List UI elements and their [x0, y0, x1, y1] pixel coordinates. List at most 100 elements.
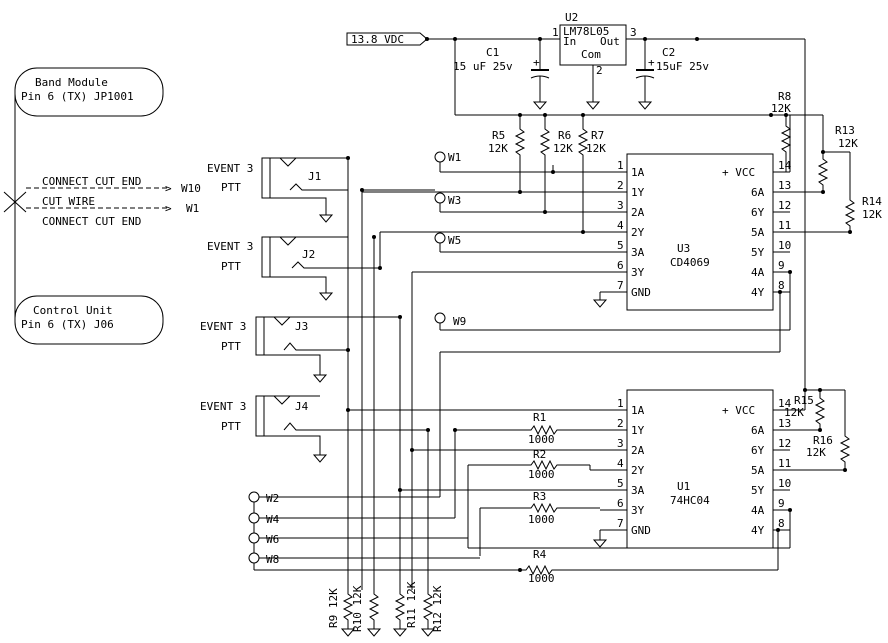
u1-name-6a: 6A — [751, 424, 765, 437]
j2-ptt: PTT — [221, 260, 241, 273]
w4-label: W4 — [266, 513, 280, 526]
c1-value: 15 uF 25v — [453, 60, 513, 73]
r5-value: 12K — [488, 142, 508, 155]
c1-ref: C1 — [486, 46, 499, 59]
resistor-r4: R4 1000 — [257, 548, 778, 585]
u3-pin-2: 2 — [617, 179, 624, 192]
u3-name-6a: 6A — [751, 186, 765, 199]
resistor-r16: R16 12K — [806, 390, 850, 470]
r16-ref: R16 — [813, 434, 833, 447]
resistor-r5: R5 12K — [488, 115, 525, 192]
u3-pin-10: 10 — [778, 239, 791, 252]
capacitor-c1: C1 15 uF 25v + — [453, 37, 550, 110]
r7-value: 12K — [586, 142, 606, 155]
u2-in: In — [563, 35, 576, 48]
resistor-r6: R6 12K — [540, 115, 573, 212]
r2-ref: R2 — [533, 448, 546, 461]
u2-pin-out: 3 — [630, 26, 637, 39]
u3-name-4a: 4A — [751, 266, 765, 279]
u1-pin-7: 7 — [617, 517, 624, 530]
j4-ptt: PTT — [221, 420, 241, 433]
w6-label: W6 — [266, 533, 279, 546]
u1-pin-12: 12 — [778, 437, 791, 450]
u2-pin-com: 2 — [596, 64, 603, 77]
u1-pin-6: 6 — [617, 497, 624, 510]
u1-name-5y: 5Y — [751, 484, 765, 497]
resistor-r2: R2 1000 — [468, 448, 600, 481]
r16-value: 12K — [806, 446, 826, 459]
r3-ref: R3 — [533, 490, 546, 503]
r7-ref: R7 — [591, 129, 604, 142]
supply-input: 13.8 VDC — [346, 32, 560, 46]
resistor-r3: R3 1000 — [480, 490, 600, 526]
u1-name-5a: 5A — [751, 464, 765, 477]
resistor-r10 — [367, 589, 381, 637]
w3-label: W3 — [448, 194, 461, 207]
j3-event: EVENT 3 — [200, 320, 246, 333]
u3-pin-7: 7 — [617, 279, 624, 292]
u1-pin-9: 9 — [778, 497, 785, 510]
j2-ref: J2 — [302, 248, 315, 261]
jack-j4: EVENT 3 PTT J4 — [200, 395, 428, 463]
u3-pin-14: 14 — [778, 159, 792, 172]
r14-ref: R14 — [862, 195, 882, 208]
u3-name-6y: 6Y — [751, 206, 765, 219]
band-module-l2: Pin 6 (TX) JP1001 — [21, 90, 134, 103]
band-module-l1: Band Module — [35, 76, 108, 89]
u2-out: Out — [600, 35, 620, 48]
control-unit-note: Control Unit Pin 6 (TX) J06 — [14, 295, 164, 345]
u1-pin-2: 2 — [617, 417, 624, 430]
u3-name-1y: 1Y — [631, 186, 645, 199]
r8-ref: R8 — [778, 90, 791, 103]
u3-pin-11: 11 — [778, 219, 791, 232]
j1-event: EVENT 3 — [207, 162, 253, 175]
r6-ref: R6 — [558, 129, 571, 142]
u3-pin-13: 13 — [778, 179, 791, 192]
note-cut-wire: CUT WIRE — [42, 195, 95, 208]
u1-name-vcc: + VCC — [722, 404, 755, 417]
ic-u3: U3 CD4069 1 2 3 4 5 6 7 1A 1Y 2A 2Y 3A 3… — [593, 153, 850, 311]
u3-part: CD4069 — [670, 256, 710, 269]
regulator-u2: U2 LM78L05 In Out Com 1 3 2 — [552, 11, 805, 110]
u3-name-vcc: + VCC — [722, 166, 755, 179]
u1-pin-13: 13 — [778, 417, 791, 430]
u1-pin-5: 5 — [617, 477, 624, 490]
u1-ref: U1 — [677, 480, 690, 493]
wire-point-w5: W5 — [434, 232, 461, 247]
u1-name-6y: 6Y — [751, 444, 765, 457]
resistor-r13: R13 12K — [818, 115, 858, 192]
u3-pin-6: 6 — [617, 259, 624, 272]
u1-pin-8: 8 — [778, 517, 785, 530]
u3-name-2y: 2Y — [631, 226, 645, 239]
j1-ptt: PTT — [221, 181, 241, 194]
u3-pin-1: 1 — [617, 159, 624, 172]
u1-pin-4: 4 — [617, 457, 624, 470]
jack-j1: EVENT 3 PTT J1 — [207, 157, 348, 223]
note-connect-2: CONNECT CUT END — [42, 215, 141, 228]
note-connect-1: CONNECT CUT END — [42, 175, 141, 188]
svg-text:+: + — [533, 56, 540, 69]
band-module-note: Band Module Pin 6 (TX) JP1001 — [14, 67, 164, 117]
j4-event: EVENT 3 — [200, 400, 246, 413]
u3-pin-8: 8 — [778, 279, 785, 292]
j3-ref: J3 — [295, 320, 308, 333]
u3-pin-3: 3 — [617, 199, 624, 212]
j2-event: EVENT 3 — [207, 240, 253, 253]
control-unit-l1: Control Unit — [33, 304, 112, 317]
control-unit-l2: Pin 6 (TX) J06 — [21, 318, 114, 331]
capacitor-c2: C2 15uF 25v + — [635, 37, 709, 110]
r12-label: R12 12K — [431, 585, 444, 632]
r1-value: 1000 — [528, 433, 555, 446]
u3-name-gnd: GND — [631, 286, 651, 299]
r4-value: 1000 — [528, 572, 555, 585]
svg-text:+: + — [648, 56, 655, 69]
u1-part: 74HC04 — [670, 494, 710, 507]
r8-value: 12K — [771, 102, 791, 115]
u2-part: LM78L05 — [563, 25, 609, 38]
u3-name-5y: 5Y — [751, 246, 765, 259]
resistor-r15: R15 12K — [784, 390, 825, 430]
r9-label: R9 12K — [327, 588, 340, 628]
ic-u1: U1 74HC04 1 2 3 4 5 6 7 1A 1Y 2A 2Y 3A 3… — [593, 389, 845, 549]
c2-value: 15uF 25v — [656, 60, 709, 73]
